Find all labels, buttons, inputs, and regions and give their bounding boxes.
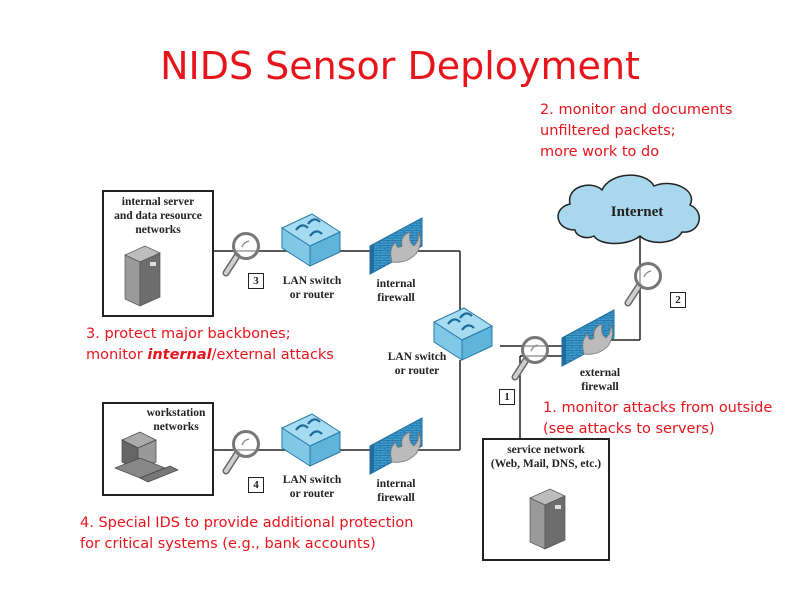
sensor-magnifier-icon [511,336,549,381]
firewall-icon [561,309,615,367]
lan-switch-icon [280,213,342,267]
workstation-network-label: workstation networks [146,407,206,433]
lan-switch-top-label: LAN switch or router [282,275,342,301]
lan-switch-icon [280,413,342,467]
internal-firewall-top-label: internal firewall [376,278,416,304]
lan-switch-icon [432,307,494,361]
internal-server-network-label: internal server and data resource networ… [114,196,202,236]
firewall-icon [369,217,423,275]
lan-switch-bottom-label: LAN switch or router [282,474,342,500]
sensor-label-4: 4 [248,477,264,493]
sensor-magnifier-icon [222,232,260,277]
internal-firewall-bottom-label: internal firewall [376,478,416,504]
internet-cloud-icon [557,174,700,245]
sensor-label-1: 1 [499,389,515,405]
note-1-monitor-outside: 1. monitor attacks from outside (see att… [543,400,773,437]
external-firewall-label: external firewall [579,367,621,393]
sensor-label-2: 2 [670,292,686,308]
service-network-label: service network (Web, Mail, DNS, etc.) [490,444,602,470]
note-2-monitor-unfiltered: 2. monitor and documents unfiltered pack… [540,102,733,160]
firewall-icon [369,417,423,475]
sensor-magnifier-icon [624,262,662,307]
note-4-special-ids: 4. Special IDS to provide additional pro… [80,515,414,552]
page-title: NIDS Sensor Deployment [160,44,640,88]
sensor-magnifier-icon [222,430,260,475]
note-3-protect-backbones: 3. protect major backbones; monitor inte… [86,326,334,363]
internet-label: Internet [610,204,664,220]
lan-switch-mid-label: LAN switch or router [387,351,447,377]
sensor-label-3: 3 [248,273,264,289]
